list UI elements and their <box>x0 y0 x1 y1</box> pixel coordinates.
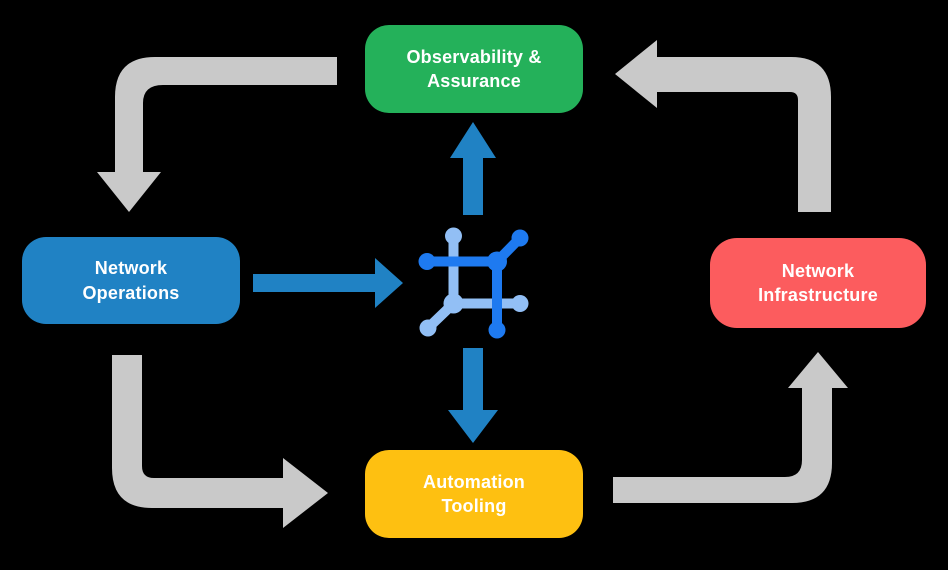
hub-node-top-right <box>511 229 529 247</box>
hub-node-bottom-left-outer <box>419 319 437 337</box>
node-automation-tooling: Automation Tooling <box>365 450 583 538</box>
hub-node-left <box>418 253 436 270</box>
node-observability-assurance: Observability & Assurance <box>365 25 583 113</box>
blue-arrow-operations-to-center <box>253 258 403 308</box>
blue-arrow-center-to-observability <box>450 122 496 215</box>
node-observability-assurance-label: Observability & Assurance <box>406 46 542 91</box>
hub-junction-top-right <box>487 251 507 272</box>
hub-junction-bottom-left <box>443 293 464 314</box>
gray-arrow-right-to-top <box>615 40 831 212</box>
network-hub-icon <box>418 227 529 339</box>
hub-node-top <box>445 227 462 245</box>
gray-arrow-top-to-left <box>97 57 337 212</box>
gray-arrow-left-to-bottom <box>112 355 328 528</box>
gray-arrow-bottom-to-right <box>613 352 848 503</box>
blue-arrow-center-to-automation <box>448 348 498 443</box>
node-network-infrastructure: Network Infrastructure <box>710 238 926 328</box>
node-network-operations-label: Network Operations <box>82 258 180 303</box>
hub-node-bottom <box>488 321 506 339</box>
node-automation-tooling-label: Automation Tooling <box>423 471 525 516</box>
node-network-operations: Network Operations <box>22 237 240 324</box>
node-network-infrastructure-label: Network Infrastructure <box>758 260 878 305</box>
hub-node-right <box>511 295 529 312</box>
